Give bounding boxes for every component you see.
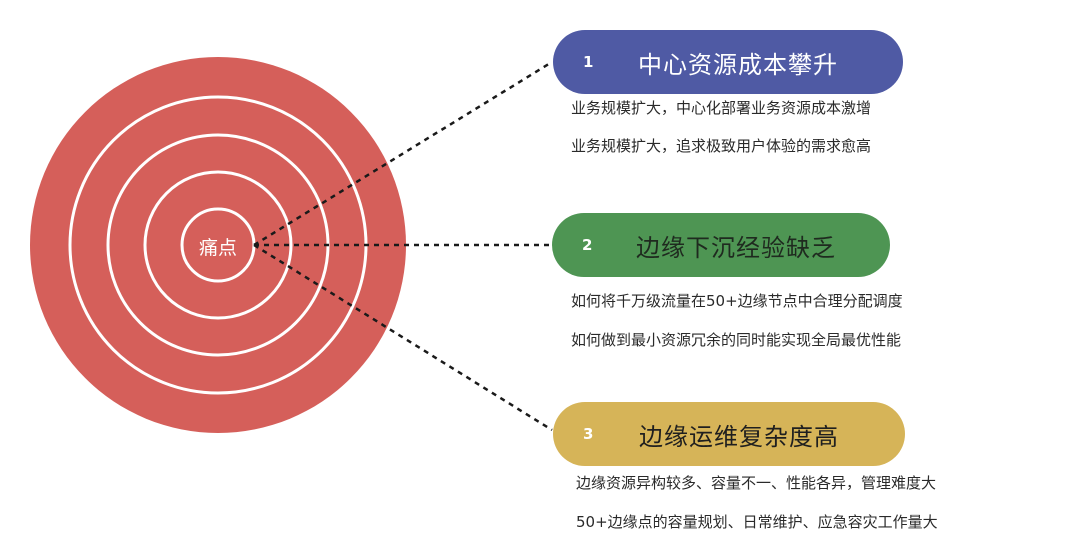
- center-label: 痛点: [198, 237, 237, 259]
- pain-point-number-1: 1: [583, 53, 594, 71]
- pain-point-pill-1: 1 中心资源成本攀升: [553, 30, 903, 94]
- connector-line-1: [253, 60, 553, 247]
- pain-point-pill-3: 3 边缘运维复杂度高: [553, 402, 905, 466]
- pain-point-2-line-1: 如何将千万级流量在50+边缘节点中合理分配调度: [571, 292, 903, 310]
- pain-point-title-2: 边缘下沉经验缺乏: [636, 233, 836, 262]
- pain-point-3-line-1: 边缘资源异构较多、容量不一、性能各异，管理难度大: [576, 474, 937, 492]
- pain-point-3-line-2: 50+边缘点的容量规划、日常维护、应急容灾工作量大: [576, 513, 938, 531]
- pain-point-title-3: 边缘运维复杂度高: [639, 422, 839, 451]
- pain-point-1-line-2: 业务规模扩大，追求极致用户体验的需求愈高: [571, 137, 872, 155]
- pain-point-1-line-1: 业务规模扩大，中心化部署业务资源成本激增: [571, 99, 872, 117]
- connector-line-3: [253, 243, 553, 432]
- pain-point-title-1: 中心资源成本攀升: [638, 50, 838, 79]
- pain-point-pill-2: 2 边缘下沉经验缺乏: [552, 213, 890, 277]
- pain-point-number-2: 2: [582, 236, 593, 254]
- target-ring-3: [143, 170, 293, 320]
- target-outer-circle: [30, 57, 406, 433]
- pain-point-2-line-2: 如何做到最小资源冗余的同时能实现全局最优性能: [571, 331, 902, 349]
- pain-point-number-3: 3: [583, 425, 594, 443]
